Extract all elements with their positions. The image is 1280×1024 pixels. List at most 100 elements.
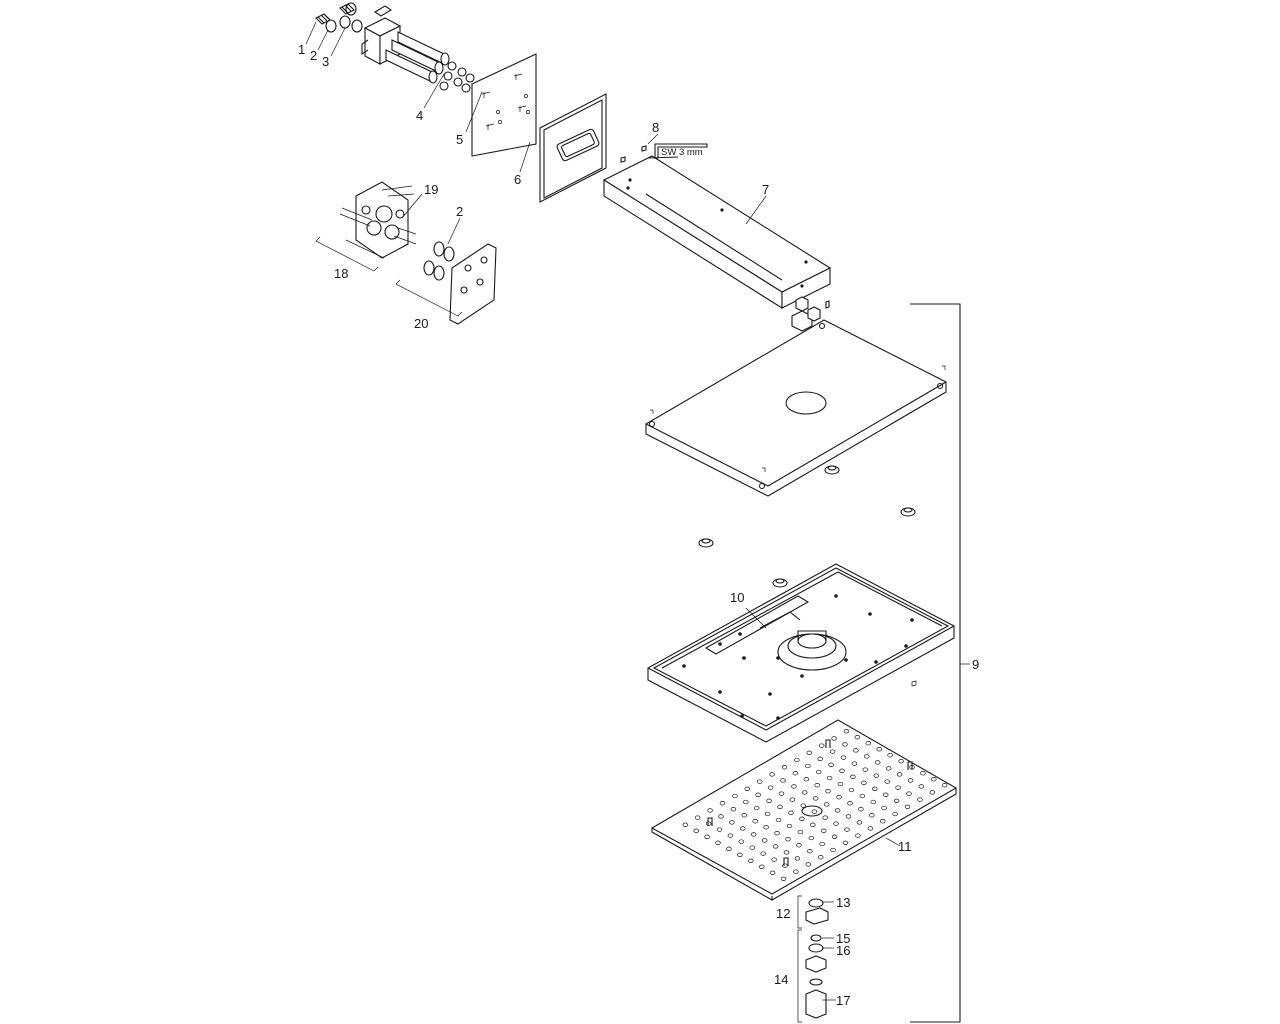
nozzle-hole bbox=[780, 876, 787, 881]
nozzle-hole bbox=[775, 817, 782, 823]
nozzle-hole bbox=[819, 841, 825, 847]
callout-12: 12 bbox=[776, 906, 790, 921]
nozzle-hole bbox=[898, 759, 904, 764]
nozzle-holes bbox=[682, 729, 948, 881]
callout-numbers: 1 2 3 4 5 6 8 SW 3 mm 7 19 2 18 20 10 9 … bbox=[298, 42, 979, 1008]
nozzle-hole bbox=[807, 849, 813, 854]
nozzle-hole bbox=[803, 777, 810, 782]
nozzle-hole bbox=[904, 804, 911, 809]
nozzle-hole bbox=[825, 789, 831, 794]
nozzle-hole bbox=[831, 834, 838, 839]
assembly-bracket-9 bbox=[910, 303, 961, 1023]
nozzle-hole bbox=[867, 826, 874, 831]
nozzle-hole bbox=[756, 779, 763, 784]
callout-3: 3 bbox=[322, 54, 329, 69]
nozzle-hole bbox=[789, 797, 796, 802]
nozzle-hole bbox=[705, 821, 712, 826]
callout-7: 7 bbox=[762, 182, 769, 197]
callout-4: 4 bbox=[416, 108, 423, 123]
nozzle-hole bbox=[843, 729, 850, 734]
part-6-cover-plate bbox=[539, 93, 607, 203]
leader-lines bbox=[305, 21, 970, 1001]
part-8-grub-screw bbox=[620, 145, 647, 163]
nozzle-hole bbox=[792, 771, 799, 776]
part-2-oring bbox=[325, 2, 357, 33]
nozzle-hole bbox=[836, 795, 842, 800]
nozzle-hole bbox=[874, 760, 881, 765]
nozzle-hole bbox=[822, 815, 828, 820]
callout-9: 9 bbox=[972, 657, 979, 672]
nozzle-hole bbox=[829, 749, 836, 754]
nozzle-hole bbox=[781, 765, 788, 770]
part-9-top-plate bbox=[645, 319, 947, 497]
nozzle-hole bbox=[917, 797, 923, 802]
nozzle-hole bbox=[828, 762, 834, 767]
nozzle-hole bbox=[758, 864, 765, 869]
nozzle-hole bbox=[693, 828, 699, 833]
nozzle-hole bbox=[788, 810, 794, 815]
nozzle-hole bbox=[815, 769, 822, 775]
nozzle-hole bbox=[719, 801, 726, 806]
nozzle-hole bbox=[884, 779, 890, 784]
nozzle-hole bbox=[800, 803, 807, 808]
part-4-rings bbox=[439, 61, 475, 93]
part-20-flange bbox=[395, 241, 497, 325]
nozzle-hole bbox=[805, 862, 812, 867]
parts-12-17-inserts bbox=[797, 895, 829, 1023]
nozzle-hole bbox=[741, 813, 748, 818]
nozzle-hole bbox=[869, 813, 875, 818]
nozzle-hole bbox=[771, 857, 777, 862]
nozzle-hole bbox=[799, 816, 805, 821]
nozzle-hole bbox=[778, 791, 785, 796]
nozzle-hole bbox=[830, 847, 836, 853]
nozzle-hole bbox=[810, 822, 816, 827]
nozzle-hole bbox=[881, 805, 887, 811]
nozzle-hole bbox=[718, 814, 724, 819]
nozzle-hole bbox=[872, 786, 878, 791]
nozzle-hole bbox=[879, 819, 886, 824]
nozzle-hole bbox=[796, 843, 802, 848]
nozzle-hole bbox=[865, 741, 872, 746]
nozzle-hole bbox=[823, 802, 830, 807]
nozzle-hole bbox=[896, 772, 903, 777]
nozzle-hole bbox=[906, 791, 912, 796]
nozzle-hole bbox=[941, 783, 948, 788]
nozzle-hole bbox=[763, 825, 769, 830]
callout-5: 5 bbox=[456, 132, 463, 147]
nozzle-hole bbox=[774, 831, 780, 836]
nozzle-hole bbox=[769, 772, 775, 777]
nozzle-hole bbox=[761, 838, 768, 843]
callout-13: 13 bbox=[836, 895, 850, 910]
nozzle-hole bbox=[817, 855, 824, 860]
nozzle-hole bbox=[929, 790, 936, 795]
nozzle-hole bbox=[839, 768, 845, 773]
nozzle-hole bbox=[861, 780, 867, 785]
nozzle-hole bbox=[920, 771, 926, 776]
nozzle-hole bbox=[854, 735, 861, 740]
callout-15: 15 bbox=[836, 931, 850, 946]
nozzle-hole bbox=[737, 852, 743, 857]
nozzle-hole bbox=[844, 827, 850, 832]
nozzle-hole bbox=[760, 851, 766, 856]
nozzle-hole bbox=[785, 837, 791, 842]
nozzle-hole bbox=[777, 804, 783, 809]
nozzle-hole bbox=[845, 814, 852, 819]
nozzle-hole bbox=[743, 799, 749, 805]
nozzle-hole bbox=[729, 820, 735, 825]
nozzle-hole bbox=[842, 742, 848, 747]
callout-11: 11 bbox=[898, 839, 912, 854]
nozzle-hole bbox=[907, 778, 914, 783]
nozzle-hole bbox=[931, 777, 937, 782]
nozzle-hole bbox=[855, 833, 861, 838]
nozzle-hole bbox=[873, 773, 880, 778]
part-10-shower-body bbox=[647, 563, 955, 743]
nozzle-hole bbox=[749, 845, 756, 850]
nozzle-hole bbox=[752, 819, 758, 824]
callout-14: 14 bbox=[774, 972, 788, 987]
nozzle-hole bbox=[755, 792, 761, 797]
nozzle-hole bbox=[876, 747, 882, 752]
nozzle-hole bbox=[715, 840, 721, 845]
nozzle-hole bbox=[704, 834, 710, 839]
nozzle-hole bbox=[882, 792, 889, 797]
